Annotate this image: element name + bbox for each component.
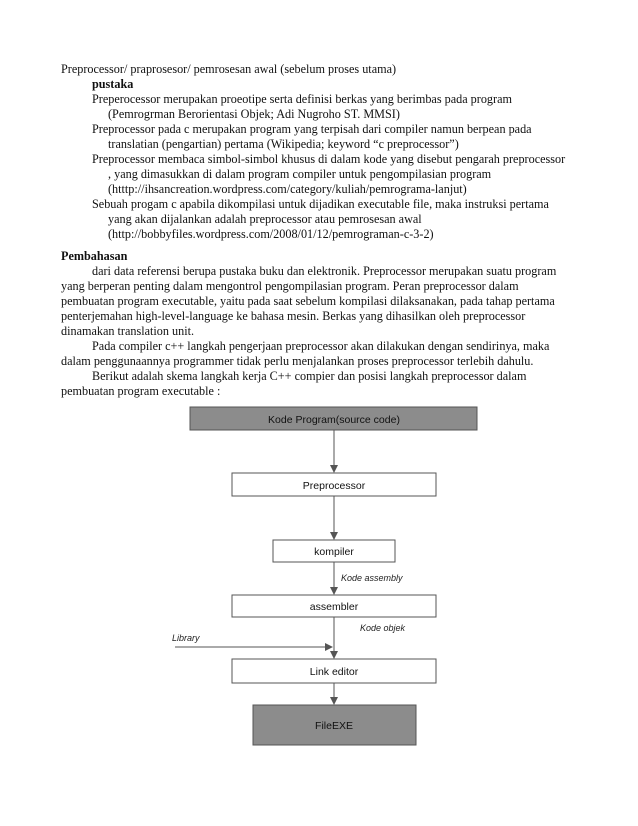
- file-exe-label: FileEXE: [315, 720, 353, 732]
- reference-3-line-2: , yang dimasukkan di dalam program compi…: [108, 167, 492, 181]
- paragraph-1-line-4: penterjemahan high-level-language ke bah…: [61, 309, 526, 323]
- assembler-label: assembler: [310, 601, 359, 613]
- reference-4-line-3: (http://bobbyfiles.wordpress.com/2008/01…: [108, 227, 434, 241]
- paragraph-3-line-2: pembuatan program executable :: [61, 384, 221, 398]
- intro-heading: Preprocessor/ praprosesor/ pemrosesan aw…: [61, 62, 397, 76]
- reference-2-line-1: Preprocessor pada c merupakan program ya…: [92, 122, 532, 136]
- preprocessor-label: Preprocessor: [303, 480, 366, 492]
- assembler-box: [231, 594, 437, 618]
- source-code-box: [189, 406, 478, 431]
- reference-3-line-1: Preprocessor membaca simbol-simbol khusu…: [92, 152, 566, 166]
- library-label: Library: [172, 633, 200, 643]
- reference-4-line-1: Sebuah progam c apabila dikompilasi untu…: [92, 197, 549, 211]
- reference-2-line-2: translatian (pengartian) pertama (Wikipe…: [108, 137, 459, 151]
- link-editor-label: Link editor: [310, 666, 359, 678]
- reference-4-line-2: yang akan dijalankan adalah preprocessor…: [108, 212, 422, 226]
- kompiler-box: [272, 539, 396, 563]
- paragraph-3-line-1: Berikut adalah skema langkah kerja C++ c…: [92, 369, 527, 383]
- reference-1-line-2: (Pemrogrman Berorientasi Objek; Adi Nugr…: [108, 107, 400, 121]
- pembahasan-heading: Pembahasan: [61, 249, 128, 263]
- kompiler-label: kompiler: [314, 546, 354, 558]
- reference-1-line-1: Preperocessor merupakan proeotipe serta …: [92, 92, 512, 106]
- file-exe-box: [252, 704, 417, 746]
- paragraph-2-line-1: Pada compiler c++ langkah pengerjaan pre…: [92, 339, 550, 353]
- paragraph-1-line-5: dinamakan translation unit.: [61, 324, 195, 338]
- kode-assembly-label: Kode assembly: [341, 573, 403, 583]
- paragraph-1-line-2: yang berperan penting dalam mengontrol p…: [61, 279, 519, 293]
- source-code-label: Kode Program(source code): [268, 414, 400, 426]
- paragraph-1-line-3: pembuatan program executable, yaitu pada…: [61, 294, 555, 308]
- paragraph-1-line-1: dari data referensi berupa pustaka buku …: [92, 264, 557, 278]
- paragraph-2-line-2: dalam penggunaannya programmer tidak per…: [61, 354, 534, 368]
- pustaka-label: pustaka: [92, 77, 134, 91]
- link-editor-box: [231, 658, 437, 684]
- preprocessor-box: [231, 472, 437, 497]
- reference-3-line-3: (htttp://ihsancreation.wordpress.com/cat…: [108, 182, 467, 196]
- kode-objek-label: Kode objek: [360, 623, 406, 633]
